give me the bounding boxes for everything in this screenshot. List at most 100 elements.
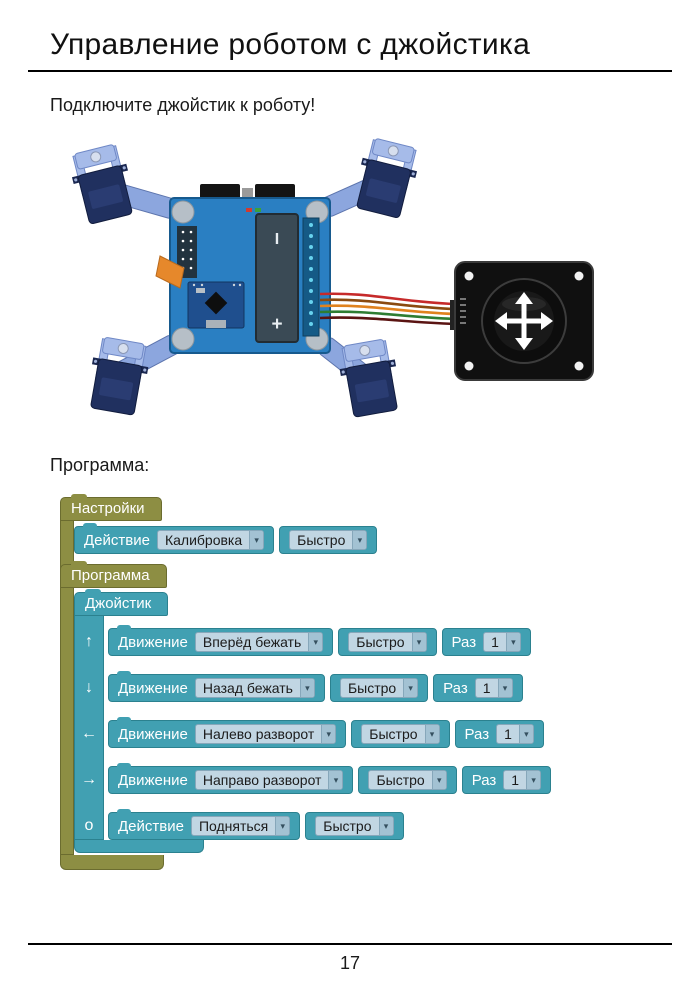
calibration-action-row: Действие Калибровка Быстро <box>74 523 378 554</box>
speed-block[interactable]: Быстро <box>338 628 437 656</box>
settings-block-spine <box>60 521 74 855</box>
speed-dropdown-value: Быстро <box>376 772 425 788</box>
repeat-block[interactable]: Раз 1 <box>441 628 531 656</box>
battery-label-top: I <box>275 231 279 248</box>
joystick-block-header[interactable]: Джойстик <box>74 589 169 616</box>
servo-leg-top-left <box>71 144 133 224</box>
movement-block-label: Движение <box>118 725 188 743</box>
dropdown-arrow-icon <box>352 531 367 549</box>
movement-block[interactable]: Движение Назад бежать <box>108 671 325 702</box>
robot-illustration-svg: I + <box>71 138 594 418</box>
joystick-key-up: ↑ <box>85 633 93 650</box>
movement-block-label: Движение <box>118 679 188 697</box>
speed-dropdown-value: Быстро <box>356 634 405 650</box>
speed-dropdown[interactable]: Быстро <box>348 632 427 652</box>
repeat-block-label: Раз <box>451 633 477 651</box>
dropdown-arrow-icon <box>518 725 533 743</box>
action-block[interactable]: Действие Подняться <box>108 809 301 840</box>
joystick-row-down: Движение Назад бежать Быстро Раз 1 <box>108 671 523 702</box>
dropdown-arrow-icon <box>275 817 290 835</box>
dropdown-arrow-icon <box>424 725 439 743</box>
action-dropdown-value: Подняться <box>198 818 269 834</box>
joystick-module <box>450 261 594 381</box>
speed-block[interactable]: Быстро <box>351 720 450 748</box>
movement-dropdown-value: Вперёд бежать <box>202 634 302 650</box>
joystick-row-left: Движение Налево разворот Быстро Раз 1 <box>108 717 544 748</box>
repeat-block[interactable]: Раз 1 <box>461 766 552 794</box>
footer-divider <box>28 943 672 945</box>
connection-wires <box>319 292 456 326</box>
joystick-key-down: ↓ <box>85 679 93 696</box>
speed-block[interactable]: Быстро <box>279 526 378 554</box>
joystick-block-spine <box>74 616 104 840</box>
robot-body-board <box>169 197 331 354</box>
flex-cable <box>155 255 185 289</box>
dropdown-arrow-icon <box>328 771 343 789</box>
action-block[interactable]: Действие Калибровка <box>74 523 275 554</box>
movement-block[interactable]: Движение Налево разворот <box>108 717 347 748</box>
joystick-row-up: Движение Вперёд бежать Быстро Раз 1 <box>108 625 531 656</box>
joystick-key-press: o <box>84 817 94 834</box>
repeat-count-value: 1 <box>482 680 491 696</box>
arduino-board <box>187 281 245 329</box>
repeat-count-dropdown[interactable]: 1 <box>496 724 534 744</box>
servo-leg-top-right <box>356 138 418 218</box>
page-number: 17 <box>339 953 361 973</box>
block-program: Настройки Действие Калибровка Быстро Про… <box>58 494 658 875</box>
speed-block[interactable]: Быстро <box>358 766 457 794</box>
repeat-block-label: Раз <box>471 771 497 789</box>
repeat-count-dropdown[interactable]: 1 <box>503 770 542 790</box>
speed-dropdown[interactable]: Быстро <box>315 816 394 836</box>
dropdown-arrow-icon <box>299 679 314 697</box>
dropdown-arrow-icon <box>249 531 264 549</box>
settings-block-header[interactable]: Настройки <box>60 494 162 521</box>
repeat-block-label: Раз <box>464 725 490 743</box>
dropdown-arrow-icon <box>505 633 520 651</box>
speed-dropdown[interactable]: Быстро <box>368 770 447 790</box>
title-divider <box>28 70 672 72</box>
movement-block[interactable]: Движение Вперёд бежать <box>108 625 334 656</box>
dropdown-arrow-icon <box>431 771 446 789</box>
joystick-key-left: ← <box>81 725 97 742</box>
program-block-bottom-cap <box>60 855 164 870</box>
movement-dropdown[interactable]: Назад бежать <box>194 678 315 698</box>
speed-dropdown-value: Быстро <box>323 818 372 834</box>
dropdown-arrow-icon <box>526 771 541 789</box>
servo-leg-bottom-right <box>339 339 398 418</box>
battery-holder: I + <box>255 213 299 343</box>
battery-label-bottom: + <box>271 314 282 335</box>
joystick-row-right: Движение Направо разворот Быстро Раз 1 <box>108 763 552 794</box>
repeat-count-dropdown[interactable]: 1 <box>483 632 521 652</box>
speed-dropdown-value: Быстро <box>347 680 397 696</box>
movement-block-label: Движение <box>118 633 188 651</box>
action-block-label: Действие <box>118 817 184 835</box>
speed-dropdown[interactable]: Быстро <box>289 530 368 550</box>
program-block-header[interactable]: Программа <box>60 561 167 588</box>
joystick-row-press: Действие Подняться Быстро <box>108 809 404 840</box>
movement-dropdown[interactable]: Вперёд бежать <box>194 632 324 652</box>
movement-block-label: Движение <box>118 771 188 789</box>
repeat-block[interactable]: Раз 1 <box>433 674 523 702</box>
joystick-arrows-icon <box>495 292 553 350</box>
speed-dropdown[interactable]: Быстро <box>361 724 440 744</box>
movement-dropdown-value: Назад бежать <box>202 680 293 696</box>
movement-dropdown-value: Направо разворот <box>202 772 322 788</box>
program-label: Программа: <box>50 455 150 475</box>
action-dropdown[interactable]: Калибровка <box>156 530 265 550</box>
repeat-count-value: 1 <box>491 634 499 650</box>
robot-joystick-illustration: I + <box>50 130 610 440</box>
speed-block[interactable]: Быстро <box>329 674 429 702</box>
movement-dropdown[interactable]: Налево разворот <box>194 724 337 744</box>
dropdown-arrow-icon <box>403 679 418 697</box>
speed-dropdown[interactable]: Быстро <box>339 678 419 698</box>
speed-block[interactable]: Быстро <box>305 812 404 840</box>
repeat-count-dropdown[interactable]: 1 <box>474 678 513 698</box>
board-connectors <box>200 184 295 200</box>
movement-dropdown[interactable]: Направо разворот <box>194 770 344 790</box>
action-block-label: Действие <box>84 531 150 549</box>
repeat-block[interactable]: Раз 1 <box>454 720 544 748</box>
dropdown-arrow-icon <box>411 633 426 651</box>
movement-block[interactable]: Движение Направо разворот <box>108 763 354 794</box>
action-dropdown[interactable]: Подняться <box>190 816 291 836</box>
